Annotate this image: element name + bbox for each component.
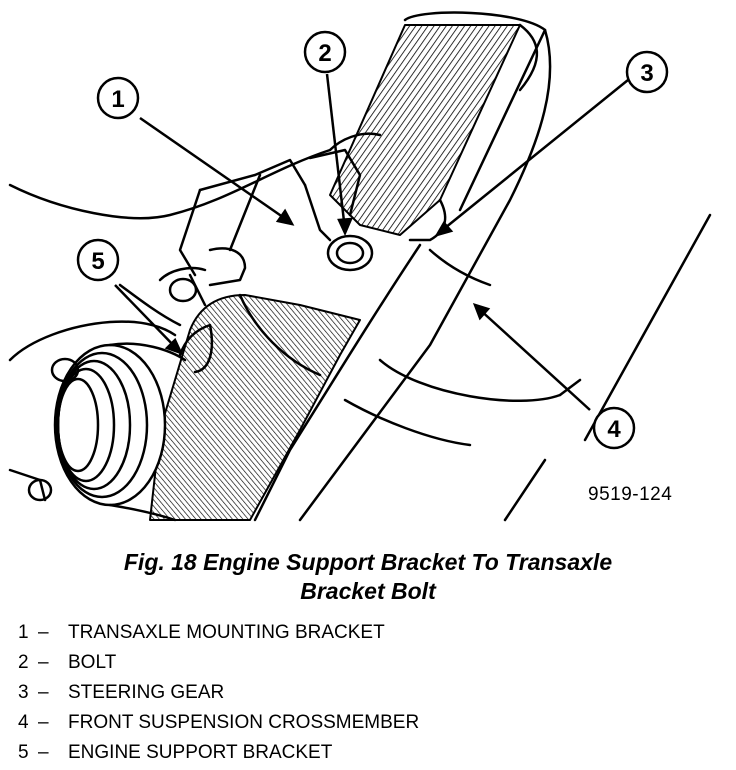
- steering-gear-tube: [329, 24, 521, 236]
- legend-item-number: 5: [18, 742, 29, 763]
- callout-5-label: 5: [91, 248, 104, 275]
- callout-4: 4: [592, 406, 636, 450]
- callout-1: 1: [96, 76, 140, 120]
- callout-5: 5: [76, 238, 120, 282]
- legend-dash: –: [38, 742, 49, 763]
- caption-line-2: Bracket Bolt: [300, 578, 436, 604]
- figure-caption: Fig. 18 Engine Support Bracket To Transa…: [0, 548, 736, 606]
- legend-item: 1–TRANSAXLE MOUNTING BRACKET: [18, 618, 419, 648]
- legend-item: 4–FRONT SUSPENSION CROSSMEMBER: [18, 708, 419, 738]
- callout-4-label: 4: [607, 416, 621, 443]
- legend-dash: –: [38, 682, 49, 703]
- figure-id-label: 9519-124: [588, 484, 673, 505]
- legend-dash: –: [38, 712, 49, 733]
- crossmember: [298, 28, 552, 522]
- legend-dash: –: [38, 652, 49, 673]
- legend-item-label: BOLT: [68, 652, 117, 673]
- illustration-svg: 1 2 3 4 5: [8, 11, 712, 522]
- callout-2: 2: [303, 30, 347, 74]
- caption-line-1: Fig. 18 Engine Support Bracket To Transa…: [123, 549, 613, 575]
- callout-2-label: 2: [318, 40, 331, 67]
- engine-support-bracket: [149, 294, 361, 521]
- callout-3: 3: [625, 50, 669, 94]
- legend-item-label: ENGINE SUPPORT BRACKET: [68, 742, 333, 763]
- legend-item: 2–BOLT: [18, 648, 419, 678]
- parts-legend: 1–TRANSAXLE MOUNTING BRACKET 2–BOLT 3–ST…: [18, 618, 419, 768]
- legend-item-label: TRANSAXLE MOUNTING BRACKET: [68, 622, 385, 643]
- legend-item: 5–ENGINE SUPPORT BRACKET: [18, 738, 419, 768]
- legend-item-number: 3: [18, 682, 29, 703]
- crossmember-edge: [583, 213, 712, 442]
- legend-item: 3–STEERING GEAR: [18, 678, 419, 708]
- callout-3-label: 3: [640, 60, 653, 87]
- pulley: [53, 342, 187, 522]
- legend-item-number: 2: [18, 652, 29, 673]
- legend-item-label: FRONT SUSPENSION CROSSMEMBER: [68, 712, 420, 733]
- engine-bracket-illustration: 1 2 3 4 5 9519-124: [8, 11, 712, 522]
- callout-1-label: 1: [111, 86, 124, 113]
- bolt-head: [326, 234, 374, 272]
- legend-item-number: 1: [18, 622, 29, 643]
- legend-item-number: 4: [18, 712, 29, 733]
- legend-dash: –: [38, 622, 49, 643]
- legend-item-label: STEERING GEAR: [68, 682, 225, 703]
